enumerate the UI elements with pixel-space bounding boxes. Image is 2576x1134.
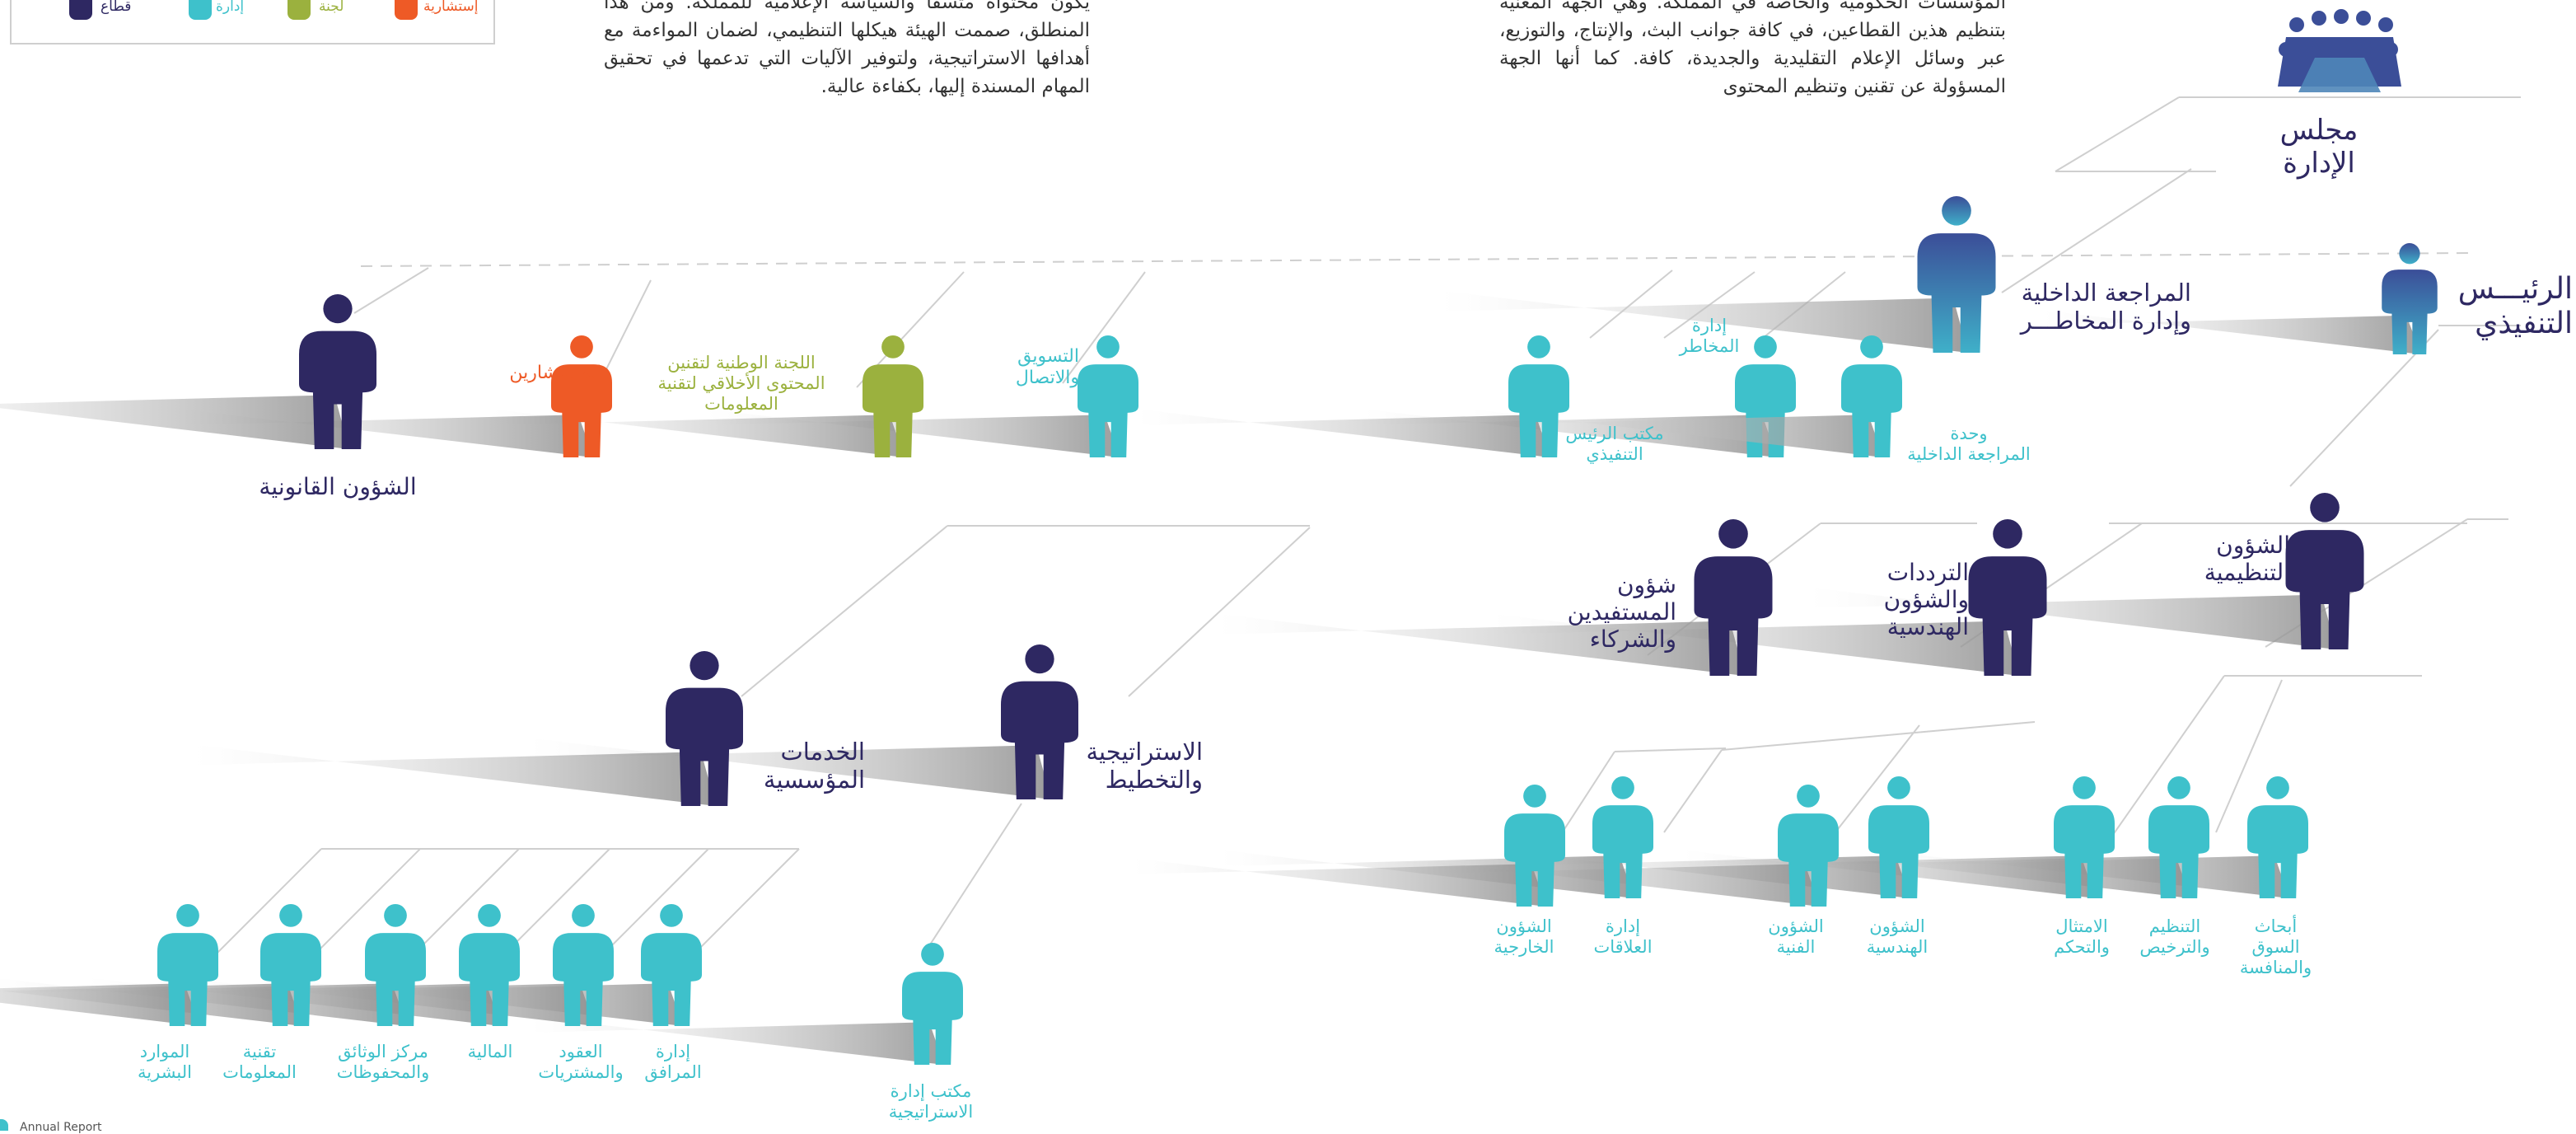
advisors-figure (179, 335, 612, 457)
legend-label-advisory: إستشارية (423, 0, 479, 15)
internal-audit-unit-label: وحدة المراجعة الداخلية (1907, 424, 2031, 464)
compliance-figure (1681, 776, 2115, 898)
relations-label: إدارة العلاقات (1593, 916, 1653, 957)
documents-label: مركز الوثائق والمحفوظات (336, 1042, 430, 1082)
corporate-services-figure (193, 651, 743, 806)
intro-right-paragraph: المؤسسات الحكومية والخاصة في المملكة. وه… (1499, 0, 2006, 97)
foreign-figure (1132, 785, 1565, 907)
legend-label-committee: لجنة (319, 0, 344, 15)
marketing-label: التسويق والاتصال (1015, 346, 1079, 388)
legend-swatch-department (189, 0, 212, 20)
regulatory-figure (1808, 493, 2364, 649)
internal-audit-risk-label: المراجعة الداخلية وإدارة المخاطـــر (2020, 279, 2191, 335)
legend-swatch-sector (69, 0, 92, 20)
facilities-label: إدارة المرافق (644, 1042, 702, 1082)
corporate-services-label: الخدمات المؤسسية (763, 738, 865, 794)
intro-left-paragraph: يكون محتواه متسقا والسياسة الإعلامية للم… (604, 0, 1090, 97)
advisors-label: المستشارين (509, 363, 601, 383)
technical-label: الشؤون الفنية (1768, 916, 1824, 957)
national-committee-label: اللجنة الوطنية لتقنين المحتوى الأخلاقي ل… (657, 353, 825, 414)
ceo-office-figure (1136, 335, 1569, 457)
hr-figure (0, 904, 218, 1026)
legend-swatch-advisory (395, 0, 418, 20)
finance-label: المالية (467, 1042, 513, 1061)
internal-audit-unit-figure (1469, 335, 1902, 457)
technical-figure (1405, 785, 1839, 907)
it-label: تقنية المعلومات (222, 1042, 297, 1082)
beneficiaries-figure (1217, 519, 1773, 676)
board-label: مجلس الإدارة (2279, 114, 2359, 180)
legal-label: الشؤون القانونية (259, 473, 417, 500)
hr-label: الموارد البشرية (138, 1042, 192, 1082)
ceo-figure (2042, 243, 2438, 354)
beneficiaries-label: شؤون المستفيدين والشركاء (1567, 571, 1676, 654)
licensing-label: التنظيم والترخيص (2139, 916, 2210, 957)
regulatory-label: الشؤون التنظيمية (2204, 532, 2290, 587)
foreign-label: الشؤون الخارجية (1494, 916, 1554, 957)
strategy-label: الاستراتيجية والتخطيط (1086, 738, 1203, 794)
legal-figure (0, 294, 376, 449)
engineering-label: الشؤون الهندسية (1866, 916, 1928, 957)
risk-mgmt-label: إدارة المخاطر (1679, 316, 1740, 356)
internal-audit-risk-figure (1440, 196, 1996, 353)
ceo-label: الرئيـــس التنفيذي (2457, 272, 2573, 341)
legend-swatch-committee (288, 0, 311, 20)
market-research-label: أبحاث السوق والمنافسة (2239, 916, 2312, 977)
compliance-label: الامتثال والتحكم (2054, 916, 2110, 957)
legend: قطاع إدارة لجنة إستشارية (10, 0, 495, 45)
footer-text: Annual Report (20, 1121, 102, 1134)
footer-marker-icon (0, 1119, 8, 1131)
legend-label-department: إدارة (216, 0, 245, 15)
board-meeting-icon (2278, 9, 2401, 92)
legend-label-sector: قطاع (101, 0, 132, 15)
strategy-office-figure (530, 943, 963, 1065)
frequencies-label: الترددات والشؤون الهندسية (1883, 559, 1969, 641)
strategy-office-label: مكتب إدارة الاستراتيجية (888, 1081, 974, 1122)
ceo-office-label: مكتب الرئيس التنفيذي (1565, 424, 1664, 464)
contracts-label: العقود والمشتريات (538, 1042, 624, 1082)
